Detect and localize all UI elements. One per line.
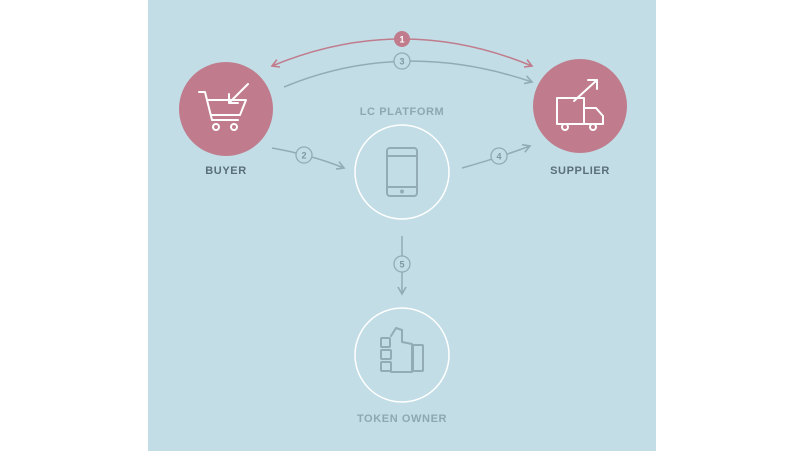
- smartphone-icon: [386, 147, 418, 197]
- supplier-label: SUPPLIER: [550, 165, 610, 177]
- svg-text:5: 5: [399, 260, 404, 270]
- shopping-cart-icon: [198, 83, 249, 131]
- step-badge-2: 2: [295, 146, 313, 164]
- token-owner-node: [354, 307, 450, 403]
- supplier-node: [533, 59, 627, 153]
- buyer-label: BUYER: [205, 165, 247, 177]
- token-owner-label: TOKEN OWNER: [356, 413, 448, 425]
- svg-text:3: 3: [399, 57, 404, 67]
- step-badge-5: 5: [393, 255, 411, 273]
- step-badge-3: 3: [393, 52, 411, 70]
- buyer-node: [179, 62, 273, 156]
- svg-text:4: 4: [496, 152, 501, 162]
- svg-text:2: 2: [301, 151, 306, 161]
- delivery-truck-icon: [556, 79, 604, 131]
- hand-holding-coins-icon: [380, 327, 424, 373]
- svg-text:1: 1: [399, 35, 404, 45]
- platform-node: [354, 124, 450, 220]
- platform-label: LC PLATFORM: [359, 106, 445, 118]
- step-badge-4: 4: [490, 147, 508, 165]
- step-badge-1: 1: [394, 31, 410, 47]
